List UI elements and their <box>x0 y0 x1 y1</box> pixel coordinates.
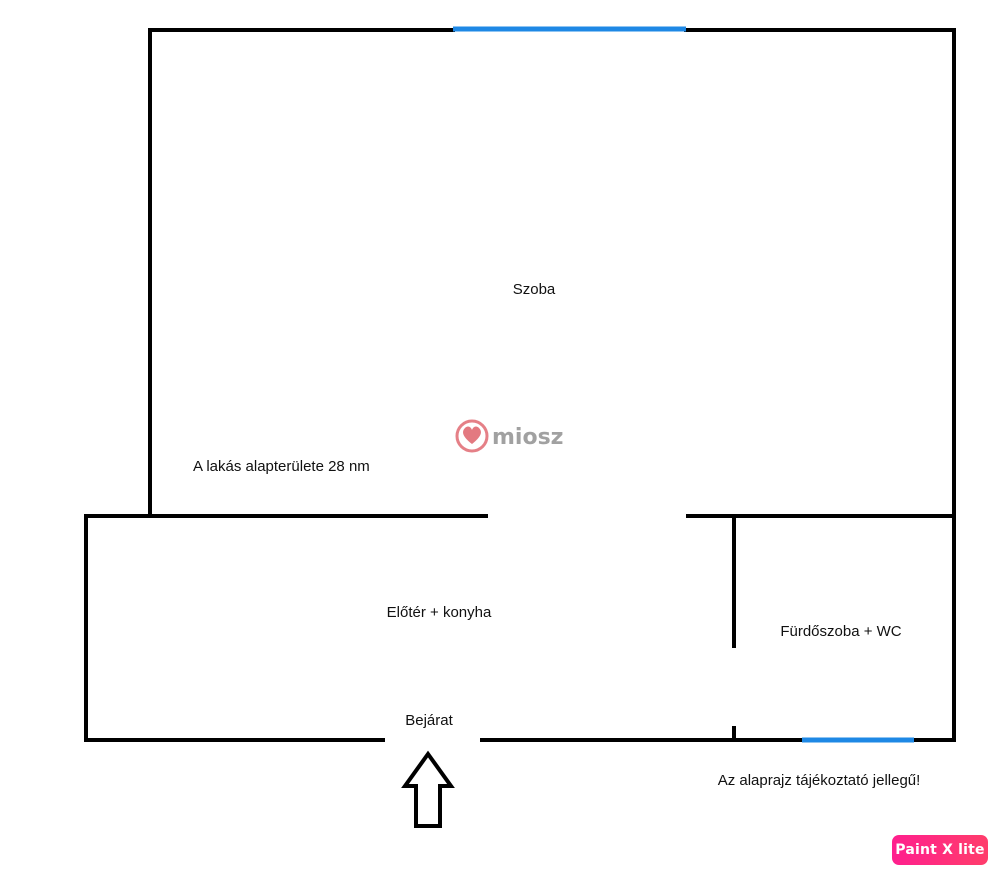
entrance-arrow-icon <box>401 750 455 828</box>
heart-logo-icon <box>455 419 489 453</box>
entrance-label: Bejárat <box>405 712 453 729</box>
room-label-szoba: Szoba <box>513 281 556 298</box>
room-label-bathroom: Fürdőszoba + WC <box>780 623 901 640</box>
disclaimer-text: Az alaprajz tájékoztató jellegű! <box>718 772 921 789</box>
badge-text: Paint X lite <box>895 842 985 858</box>
paint-x-lite-badge: Paint X lite <box>892 835 988 865</box>
watermark: miosz <box>455 419 563 453</box>
room-label-hall-kitchen: Előtér + konyha <box>387 604 492 621</box>
windows <box>453 26 914 743</box>
area-note: A lakás alapterülete 28 nm <box>193 458 370 475</box>
watermark-text: miosz <box>492 425 563 450</box>
